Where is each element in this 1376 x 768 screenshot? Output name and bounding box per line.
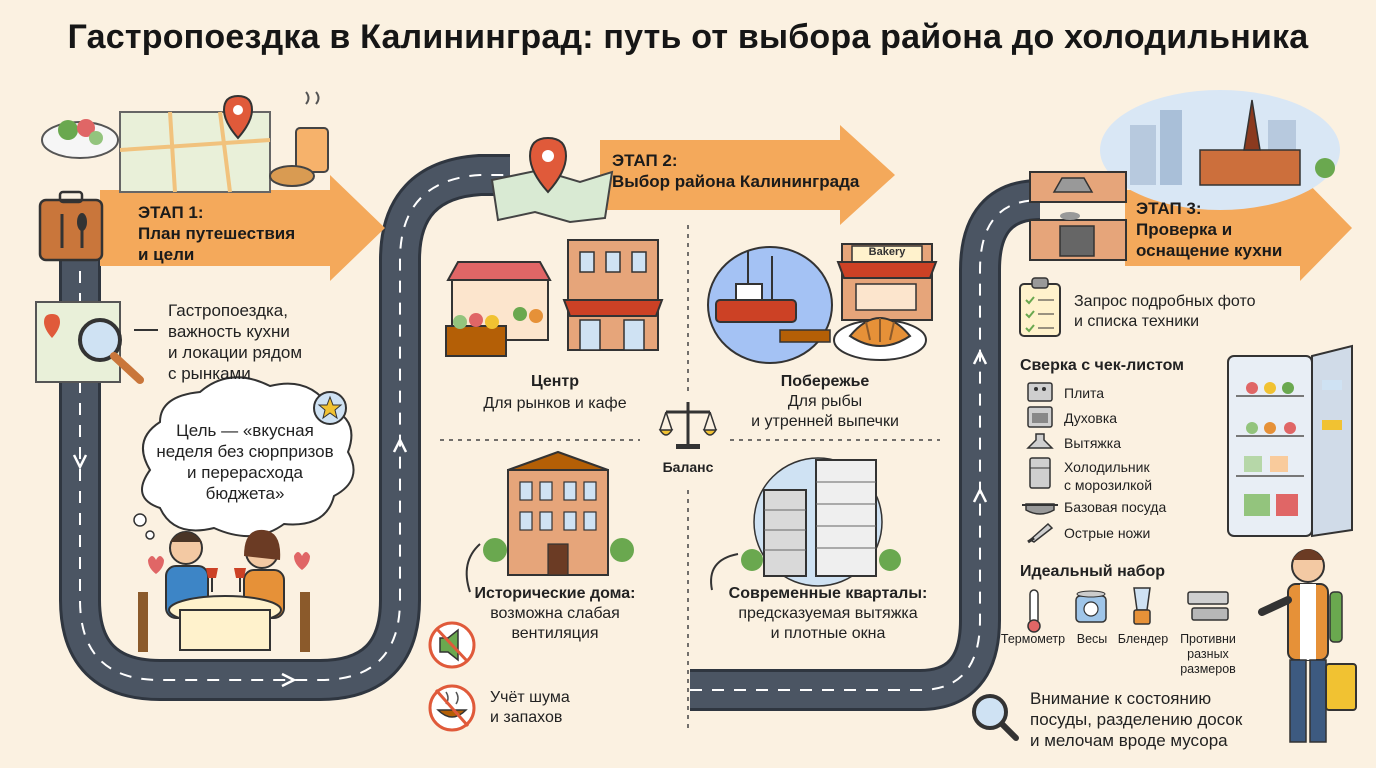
road-arrow-up-2 bbox=[972, 349, 988, 365]
bakery-sign: Bakery bbox=[868, 246, 906, 258]
coast-district-title: Побережье bbox=[780, 373, 870, 390]
road-arrow-up-3 bbox=[972, 487, 988, 503]
modern-desc: предсказуемая вытяжка и плотные окна bbox=[738, 605, 918, 642]
stove-icon bbox=[1027, 382, 1053, 402]
modern-buildings-illustration bbox=[741, 457, 901, 587]
center-district-title: Центр bbox=[530, 373, 580, 390]
checklist-item-cookware: Базовая посуда bbox=[1064, 499, 1167, 515]
ideal-item-trays: Противни разных размеров bbox=[1180, 632, 1236, 676]
stage1-arrow bbox=[100, 175, 385, 281]
clipboard-checklist-icon bbox=[1019, 277, 1061, 337]
ideal-item-thermometer: Термометр bbox=[1000, 632, 1066, 646]
blender-icon bbox=[1133, 587, 1151, 625]
modern-callout-line bbox=[710, 553, 739, 591]
open-fridge-illustration bbox=[1227, 344, 1353, 538]
ideal-item-scale: Весы bbox=[1076, 632, 1108, 646]
magnifier-icon bbox=[972, 694, 1019, 741]
kitchen-illustration bbox=[1029, 171, 1127, 261]
bakery-illustration bbox=[836, 243, 938, 321]
modern-title: Современные кварталы: bbox=[728, 585, 928, 602]
pot-icon bbox=[1022, 503, 1058, 515]
stage3-label: ЭТАП 3: Проверка и оснащение кухни bbox=[1136, 199, 1283, 260]
ideal-item-blender: Блендер bbox=[1117, 632, 1169, 646]
checklist-item-fridge: Холодильник с морозилкой bbox=[1064, 459, 1153, 493]
market-stall-illustration bbox=[445, 261, 552, 357]
historic-building-illustration bbox=[483, 450, 634, 576]
drink-and-bread-icon bbox=[269, 91, 329, 187]
oven-icon bbox=[1027, 406, 1053, 428]
balance-label: Баланс bbox=[662, 459, 714, 475]
thermometer-icon bbox=[1027, 589, 1041, 633]
croissant-icon bbox=[833, 317, 927, 361]
city-skyline-illustration bbox=[1100, 90, 1340, 210]
checklist-item-hood: Вытяжка bbox=[1064, 435, 1121, 451]
scales-balance-icon bbox=[658, 402, 718, 449]
cafe-building-illustration bbox=[562, 239, 664, 351]
map-magnifier-icon bbox=[35, 301, 144, 384]
noise-smell-note: Учёт шума и запахов bbox=[490, 689, 570, 726]
historic-title: Исторические дома: bbox=[474, 585, 636, 602]
road-arrow-down bbox=[72, 454, 88, 470]
stage1-note: Гастропоездка, важность кухни и локации … bbox=[168, 301, 303, 383]
goal-cloud bbox=[133, 376, 355, 540]
fridge-icon bbox=[1029, 457, 1051, 489]
district-map-pin-icon bbox=[490, 136, 614, 224]
hood-icon bbox=[1026, 433, 1054, 449]
no-smell-icon bbox=[428, 684, 476, 732]
traveler-illustration bbox=[1258, 549, 1357, 743]
attention-note: Внимание к состоянию посуды, разделению … bbox=[1030, 689, 1243, 750]
stage1-goal: Цель — «вкусная неделя без сюрпризов и п… bbox=[156, 421, 334, 503]
checklist-item-oven: Духовка bbox=[1064, 410, 1118, 426]
scale-icon bbox=[1075, 590, 1107, 623]
baking-trays-icon bbox=[1187, 591, 1229, 621]
checklist-title: Сверка с чек-листом bbox=[1020, 357, 1184, 374]
couple-dinner-illustration bbox=[138, 529, 310, 652]
road-arrow-up bbox=[392, 437, 408, 453]
harbor-illustration bbox=[707, 246, 833, 364]
checklist-item-stove: Плита bbox=[1064, 385, 1105, 401]
suitcase-cutlery-icon bbox=[38, 190, 104, 262]
page-title: Гастропоездка в Калининград: путь от выб… bbox=[67, 18, 1309, 56]
road bbox=[59, 154, 1042, 711]
road-arrow-right bbox=[281, 672, 297, 688]
checklist-item-knives: Острые ножи bbox=[1064, 525, 1151, 541]
ideal-set-title: Идеальный набор bbox=[1020, 563, 1166, 580]
no-noise-icon bbox=[428, 621, 476, 669]
historic-desc: возможна слабая вентиляция bbox=[490, 605, 620, 642]
stage2-arrow bbox=[600, 125, 895, 225]
historic-callout-line bbox=[465, 543, 481, 593]
center-district-desc: Для рынков и кафе bbox=[483, 395, 627, 412]
knife-icon bbox=[1027, 522, 1054, 544]
food-plate-icon bbox=[41, 119, 119, 159]
request-photos-note: Запрос подробных фото и списка техники bbox=[1074, 293, 1256, 330]
stage1-label: ЭТАП 1: План путешествия и цели bbox=[138, 203, 296, 264]
star-badge-icon bbox=[313, 391, 347, 425]
stage2-label: ЭТАП 2: Выбор района Калининграда bbox=[612, 151, 860, 191]
coast-district-desc: Для рыбы и утренней выпечки bbox=[751, 393, 899, 430]
city-map-icon bbox=[119, 94, 271, 193]
